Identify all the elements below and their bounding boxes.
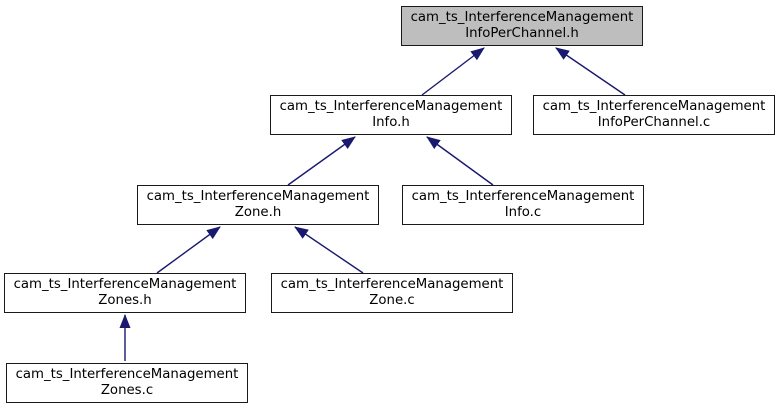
node-label-line2: InfoPerChannel.h <box>465 26 579 41</box>
edge-info-h-to-info-per-channel-h <box>421 47 485 96</box>
node-label-line2: Zones.c <box>100 383 154 398</box>
node-label-line2: Zone.h <box>234 205 282 220</box>
node-zone-c[interactable]: cam_ts_InterferenceManagement Zone.c <box>271 273 513 313</box>
node-info-c[interactable]: cam_ts_InterferenceManagement Info.c <box>402 185 644 225</box>
node-info-h[interactable]: cam_ts_InterferenceManagement Info.h <box>270 95 512 135</box>
node-info-per-channel-h[interactable]: cam_ts_InterferenceManagement InfoPerCha… <box>401 6 643 46</box>
edge-zone-c-to-zone-h <box>294 226 364 274</box>
node-zones-c[interactable]: cam_ts_InterferenceManagement Zones.c <box>6 363 248 403</box>
node-label-line2: Zone.c <box>369 293 415 308</box>
edge-info-c-to-info-h <box>426 136 494 186</box>
node-label-line1: cam_ts_InterferenceManagement <box>15 367 239 382</box>
node-label-line1: cam_ts_InterferenceManagement <box>280 277 504 292</box>
node-label-line1: cam_ts_InterferenceManagement <box>410 10 634 25</box>
node-label-line2: Info.h <box>372 115 410 130</box>
node-label-line2: InfoPerChannel.c <box>597 115 711 130</box>
node-label-line1: cam_ts_InterferenceManagement <box>411 189 635 204</box>
node-label-line1: cam_ts_InterferenceManagement <box>146 189 370 204</box>
edge-info-per-channel-c-to-info-per-channel-h <box>555 47 626 96</box>
edge-zone-h-to-info-h <box>287 136 356 186</box>
node-label-line2: Info.c <box>504 205 542 220</box>
node-label-line1: cam_ts_InterferenceManagement <box>279 99 503 114</box>
node-zones-h[interactable]: cam_ts_InterferenceManagement Zones.h <box>4 273 246 313</box>
node-label-line2: Zones.h <box>98 293 152 308</box>
node-label-line1: cam_ts_InterferenceManagement <box>542 99 766 114</box>
edge-zones-h-to-zone-h <box>156 226 221 274</box>
node-info-per-channel-c[interactable]: cam_ts_InterferenceManagement InfoPerCha… <box>533 95 775 135</box>
node-label-line1: cam_ts_InterferenceManagement <box>13 277 237 292</box>
node-zone-h[interactable]: cam_ts_InterferenceManagement Zone.h <box>137 185 379 225</box>
